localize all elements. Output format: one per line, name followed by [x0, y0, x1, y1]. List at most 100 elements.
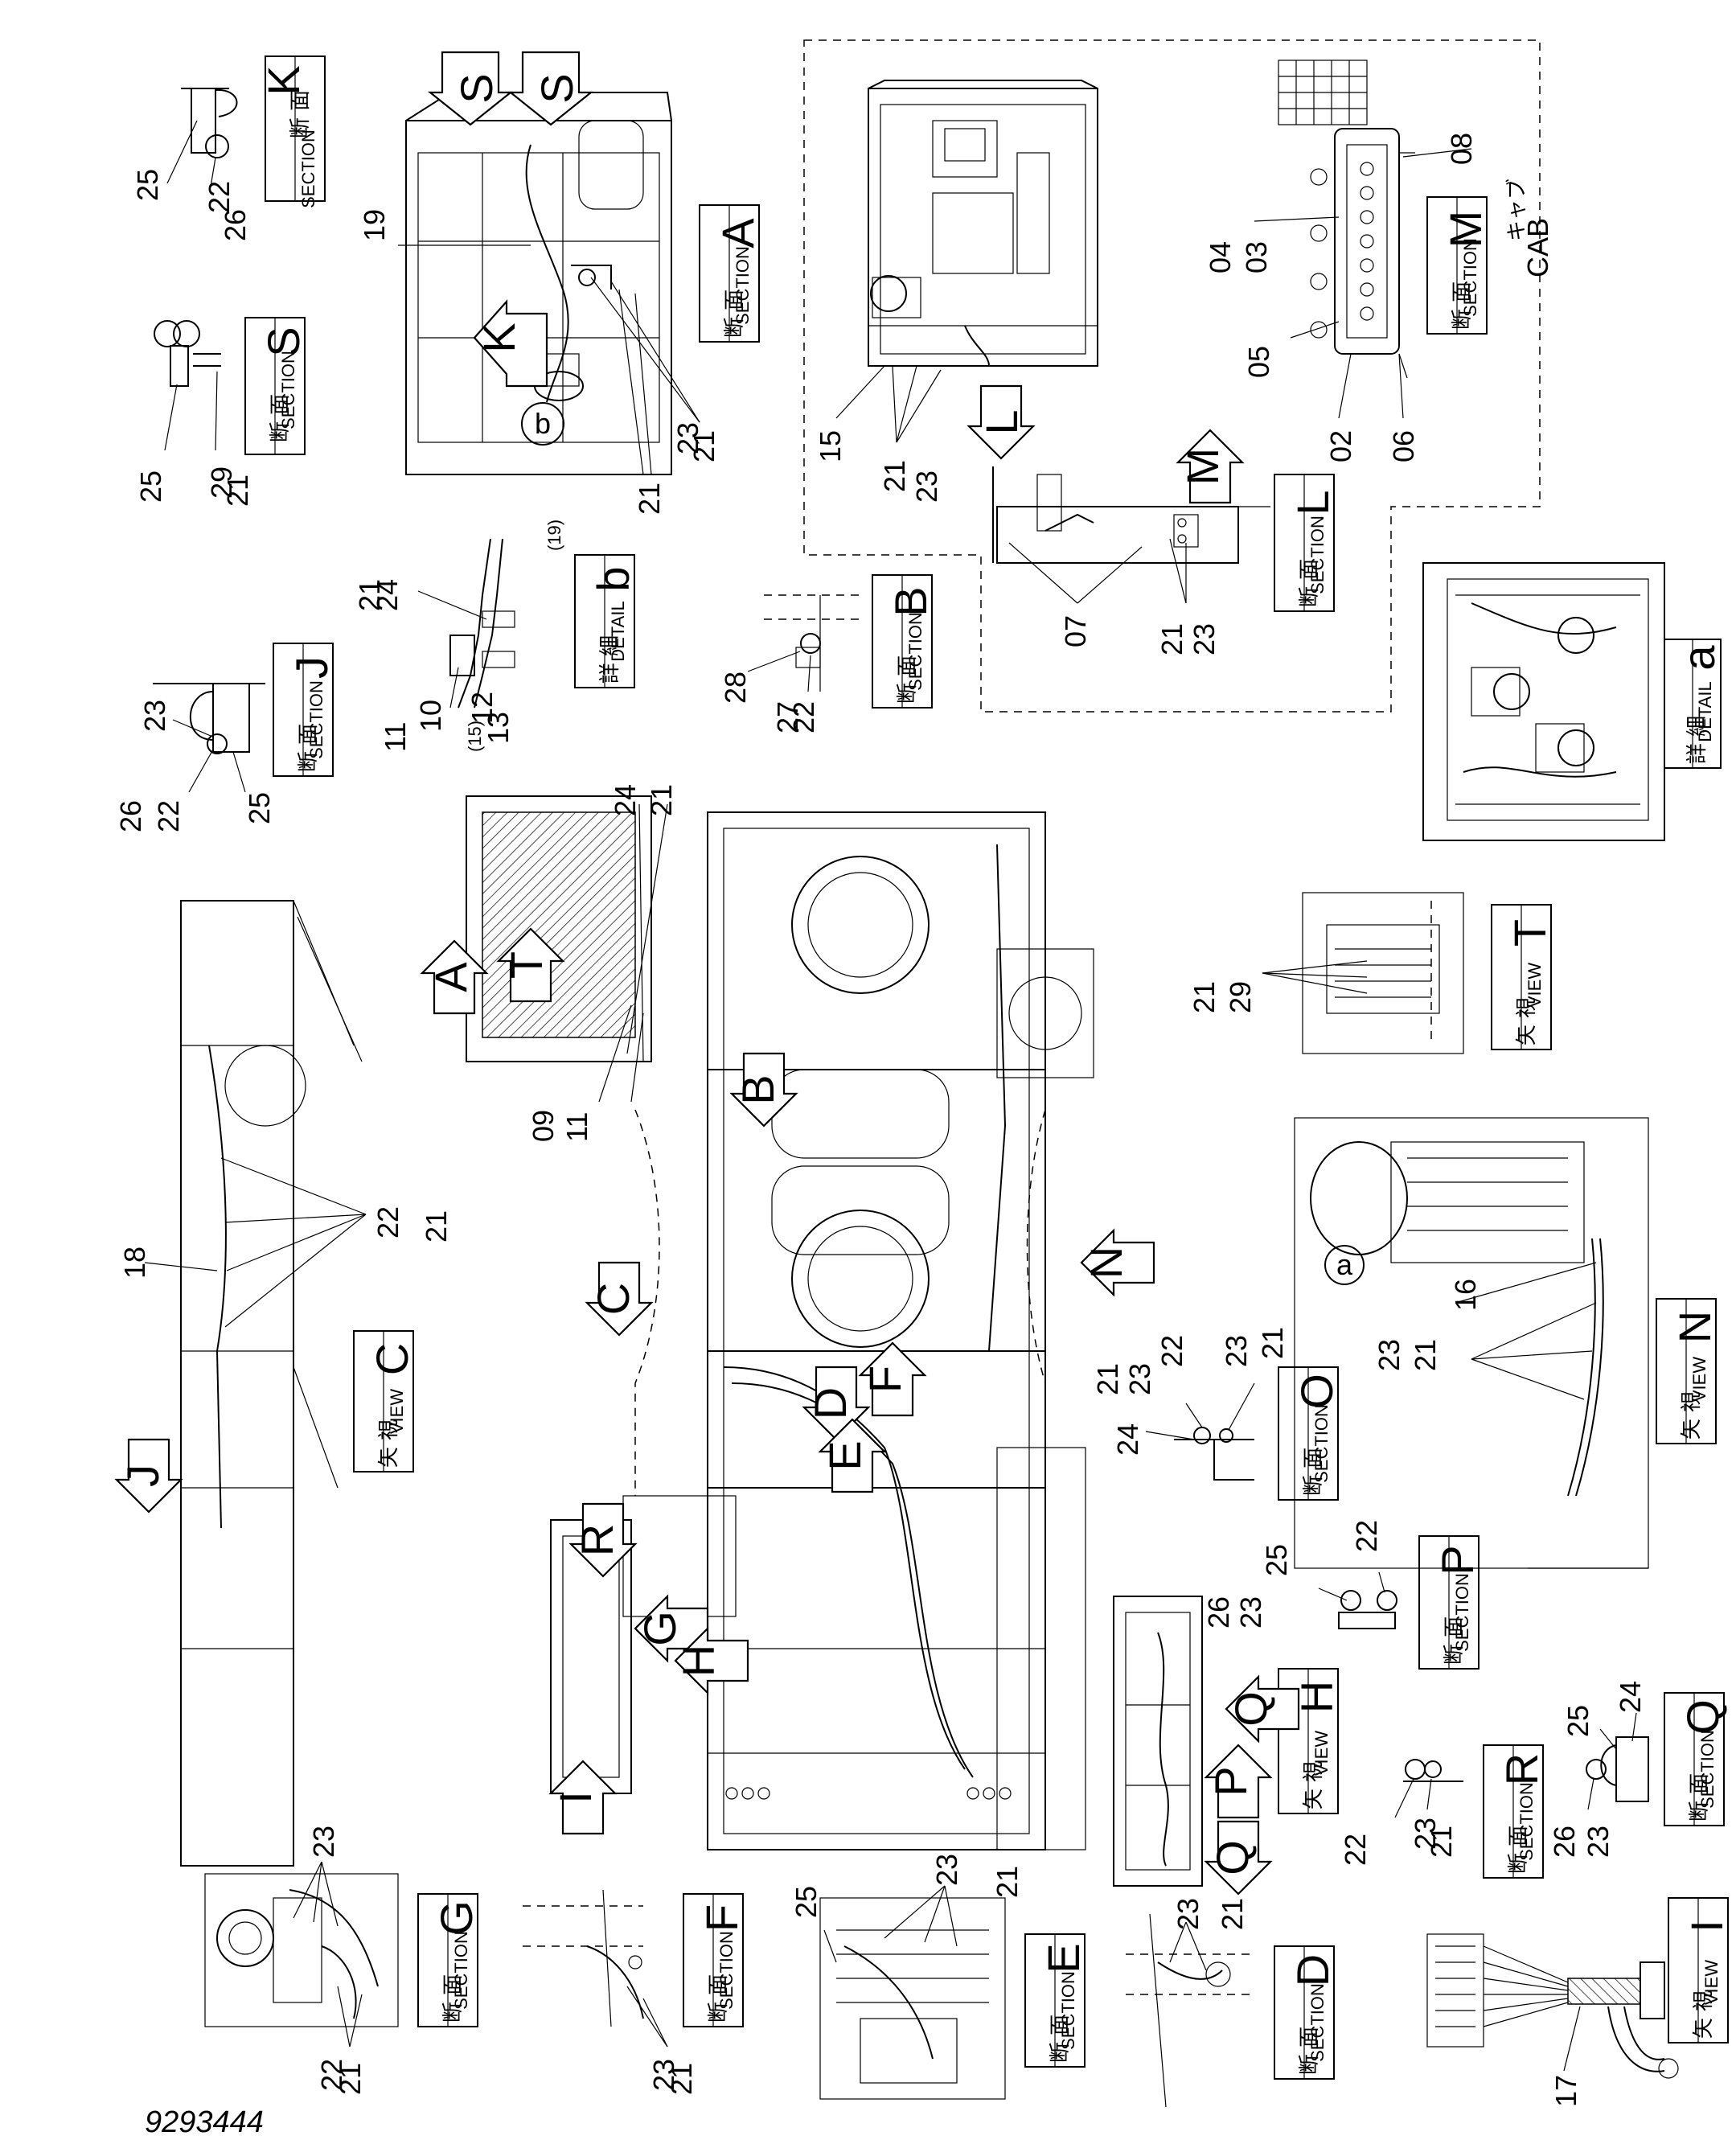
frame-arrow-i: I — [550, 1791, 601, 1804]
r-part-21: 21 — [1425, 1826, 1458, 1858]
section-k: 断 面 SECTION K 25 22 26 — [131, 55, 326, 241]
view-n-drawing: a — [1294, 1117, 1649, 1569]
db-part-10: 10 — [414, 700, 447, 732]
view-t-en: VIEW — [1525, 963, 1545, 1008]
cab-arrow-l: L — [976, 409, 1027, 434]
frame-part-21: 21 — [645, 784, 678, 816]
document-number: 9293444 — [145, 2105, 264, 2139]
section-p-jp: 断 面 — [1443, 1616, 1467, 1665]
k-part-22: 22 — [203, 181, 236, 213]
section-g-jp: 断 面 — [441, 1974, 466, 2023]
r-part-22: 22 — [1339, 1834, 1372, 1866]
section-b: 断 面 SECTION B 28 27 22 — [719, 574, 936, 733]
e-part-25: 25 — [790, 1886, 823, 1918]
section-r-en: SECTION — [1516, 1782, 1537, 1861]
h-arrow-q1: Q — [1225, 1691, 1276, 1727]
n-detail-a-circle: a — [1336, 1248, 1353, 1281]
section-o-letter: O — [1291, 1374, 1342, 1409]
detail-a: 詳 細 DETAIL a — [1422, 562, 1724, 841]
view-n-letter: N — [1669, 1311, 1720, 1343]
section-d: 断 面 SECTION D 23 21 — [1126, 1898, 1338, 2108]
t-part-29: 29 — [1224, 981, 1257, 1013]
section-q-jp: 断 面 — [1688, 1773, 1712, 1822]
b-part-27: 27 — [771, 701, 804, 733]
section-a-letter: A — [712, 218, 763, 249]
section-f-jp: 断 面 — [707, 1974, 731, 2023]
view-c-jp: 矢 視 — [377, 1419, 401, 1468]
main-frame: A T B C N D F E R G H I 24 21 09 11 — [420, 784, 1155, 1850]
e-part-21: 21 — [991, 1866, 1024, 1898]
frame-part-11: 11 — [560, 1112, 593, 1142]
section-k-jp: 断 面 — [289, 90, 313, 138]
m-part-02: 02 — [1324, 430, 1357, 462]
section-r-letter: R — [1496, 1753, 1547, 1785]
frame-arrow-a: A — [425, 962, 476, 992]
detail-b-jp: 詳 細 — [598, 635, 622, 684]
section-e-jp: 断 面 — [1049, 2015, 1073, 2063]
q-part-25: 25 — [1562, 1705, 1594, 1737]
section-f-en: SECTION — [716, 1931, 737, 2010]
cab-part-15: 15 — [814, 430, 847, 462]
n-part-23: 23 — [1373, 1339, 1406, 1371]
section-m-en: SECTION — [1460, 238, 1480, 317]
b-part-28: 28 — [719, 672, 752, 704]
s-part-21: 21 — [221, 474, 254, 507]
cab-label-en: CAB — [1521, 218, 1554, 277]
m-part-03: 03 — [1240, 241, 1273, 273]
section-s-drawing — [154, 320, 221, 387]
s-part-25: 25 — [134, 470, 167, 503]
l-arrow-m: M — [1177, 448, 1228, 486]
t-part-21: 21 — [1188, 981, 1221, 1013]
frame-arrow-e: E — [819, 1440, 870, 1470]
section-f-letter: F — [696, 1904, 747, 1932]
db-part-21: 21 — [353, 579, 386, 611]
section-p-letter: P — [1432, 1545, 1483, 1575]
o-part-22: 22 — [1155, 1335, 1188, 1367]
frame-arrow-b: B — [733, 1074, 783, 1104]
c-arrow-j: J — [117, 1464, 168, 1487]
o-part-23: 23 — [1123, 1363, 1156, 1395]
section-k-drawing — [181, 88, 238, 158]
frame-arrow-d: D — [805, 1387, 856, 1419]
detail-b-en: DETAIL — [608, 601, 628, 661]
section-a-en: SECTION — [733, 246, 753, 325]
frame-part-24: 24 — [609, 784, 642, 816]
cab-part-21: 21 — [878, 460, 911, 492]
section-d-jp: 断 面 — [1298, 2027, 1322, 2075]
b-part-22: 22 — [787, 701, 820, 733]
section-k-en: SECTION — [298, 129, 318, 208]
l-part-07: 07 — [1059, 615, 1092, 647]
section-g-letter: G — [431, 1900, 482, 1936]
f-part-21: 21 — [665, 2063, 698, 2095]
view-c-letter: C — [367, 1343, 417, 1375]
a-arrow-k: K — [474, 322, 524, 352]
section-e-letter: E — [1038, 1943, 1089, 1973]
a-part-21a: 21 — [687, 430, 720, 462]
section-l-letter: L — [1287, 490, 1338, 515]
section-q-drawing — [1586, 1736, 1649, 1802]
view-t-letter: T — [1504, 919, 1555, 947]
section-o-jp: 断 面 — [1302, 1448, 1326, 1496]
cab-plan-drawing — [868, 80, 1098, 367]
f-part-23: 23 — [647, 2059, 680, 2091]
p-part-23: 23 — [1234, 1596, 1267, 1629]
section-o-en: SECTION — [1311, 1404, 1332, 1483]
n-part-16: 16 — [1449, 1279, 1482, 1311]
db-part-15: (15) — [465, 721, 485, 752]
a-part-23: 23 — [671, 422, 704, 454]
section-j-letter: J — [286, 656, 337, 679]
a-arrow-s1: S — [451, 73, 502, 103]
frame-part-09: 09 — [527, 1110, 560, 1142]
o-part-23b: 23 — [1220, 1335, 1253, 1367]
i-part-17: 17 — [1549, 2075, 1582, 2107]
frame-arrow-f: F — [860, 1366, 910, 1393]
frame-arrow-h: H — [673, 1645, 724, 1677]
a-detail-b-circle: b — [535, 407, 551, 440]
m-part-06: 06 — [1387, 430, 1420, 462]
section-a: 断 面 SECTION A b S S K 19 23 — [358, 51, 763, 515]
db-part-11: 11 — [379, 722, 412, 752]
section-o: 断 面 SECTION O 21 23 22 23 21 24 — [1091, 1327, 1342, 1501]
section-s-en: SECTION — [278, 351, 298, 429]
detail-a-jp: 詳 細 — [1685, 716, 1709, 764]
